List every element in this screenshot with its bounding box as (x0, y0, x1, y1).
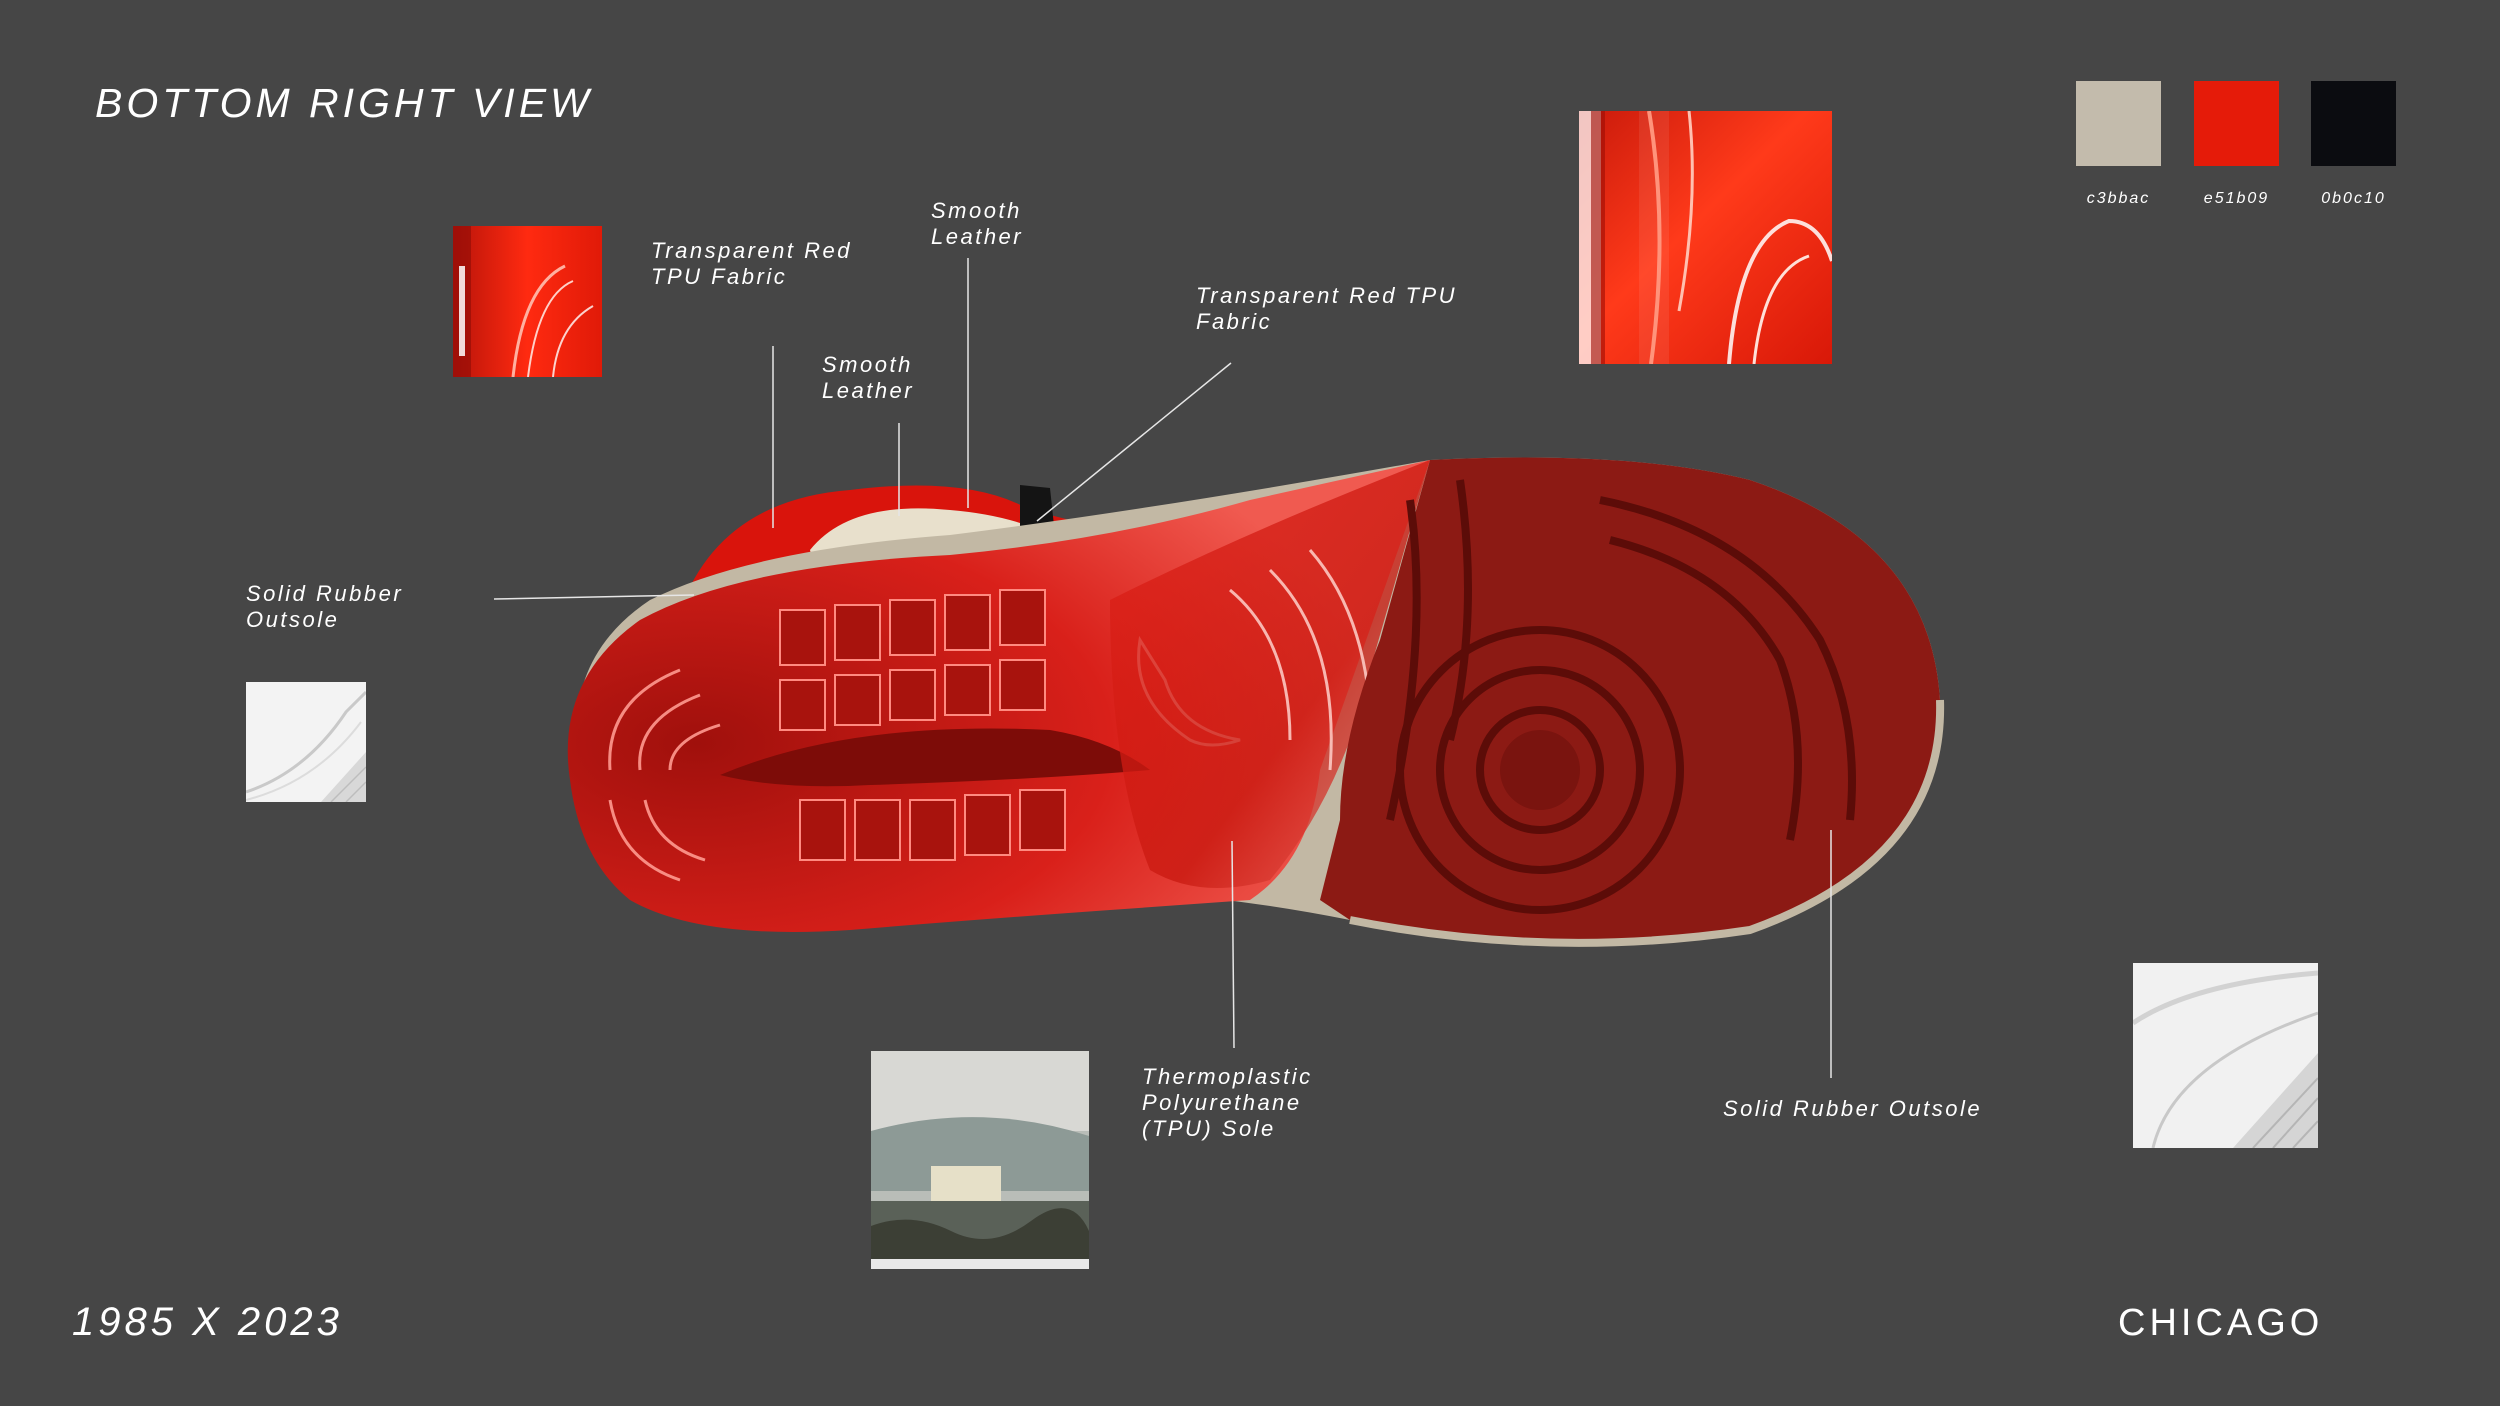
callout-line: Solid Rubber Outsole (1723, 1096, 1983, 1121)
callout-tpu-fabric-right: Transparent Red TPU Fabric (1196, 283, 1457, 335)
callout-line: Polyurethane (1142, 1090, 1302, 1115)
callout-tpu-fabric-left: Transparent Red TPU Fabric (651, 238, 852, 290)
palette-code-beige: c3bbac (2086, 190, 2151, 207)
callout-line: TPU Fabric (651, 264, 788, 289)
callout-rubber-outsole-left: Solid Rubber Outsole (246, 581, 403, 633)
tpu-sole-swatch-icon (871, 1051, 1089, 1269)
callout-line: Transparent Red TPU (1196, 283, 1458, 308)
callout-line: Smooth (822, 352, 913, 377)
callout-line: (TPU) Sole (1142, 1116, 1276, 1141)
view-title: BOTTOM RIGHT VIEW (95, 80, 593, 126)
callout-line: Leather (822, 378, 915, 403)
tpu-fabric-large-swatch-icon (1579, 111, 1832, 364)
callout-smooth-leather-mid: Smooth Leather (822, 352, 914, 404)
palette-swatch-beige (2076, 81, 2161, 166)
callout-line: Smooth (931, 198, 1022, 223)
callout-rubber-outsole-right: Solid Rubber Outsole (1723, 1096, 1982, 1122)
footer-edition: CHICAGO (2118, 1302, 2324, 1344)
callout-line: Thermoplastic (1142, 1064, 1313, 1089)
tpu-fabric-swatch-icon (453, 226, 602, 377)
callout-line: Leather (931, 224, 1024, 249)
callout-line: Transparent Red (651, 238, 852, 263)
callout-line: Solid Rubber (246, 581, 404, 606)
callout-line: Outsole (246, 607, 340, 632)
palette-swatch-red (2194, 81, 2279, 166)
palette-code-black: 0b0c10 (2321, 190, 2386, 207)
palette-code-red: e51b09 (2203, 190, 2270, 207)
callout-line: Fabric (1196, 309, 1273, 334)
sneaker-outsole-icon (550, 440, 1950, 980)
rubber-outsole-swatch-icon (2133, 963, 2318, 1148)
footer-years: 1985 X 2023 (72, 1300, 343, 1344)
callout-smooth-leather-top: Smooth Leather (931, 198, 1023, 250)
palette-swatch-black (2311, 81, 2396, 166)
leather-swatch-icon (246, 682, 366, 802)
callout-tpu-sole: Thermoplastic Polyurethane (TPU) Sole (1142, 1064, 1313, 1142)
